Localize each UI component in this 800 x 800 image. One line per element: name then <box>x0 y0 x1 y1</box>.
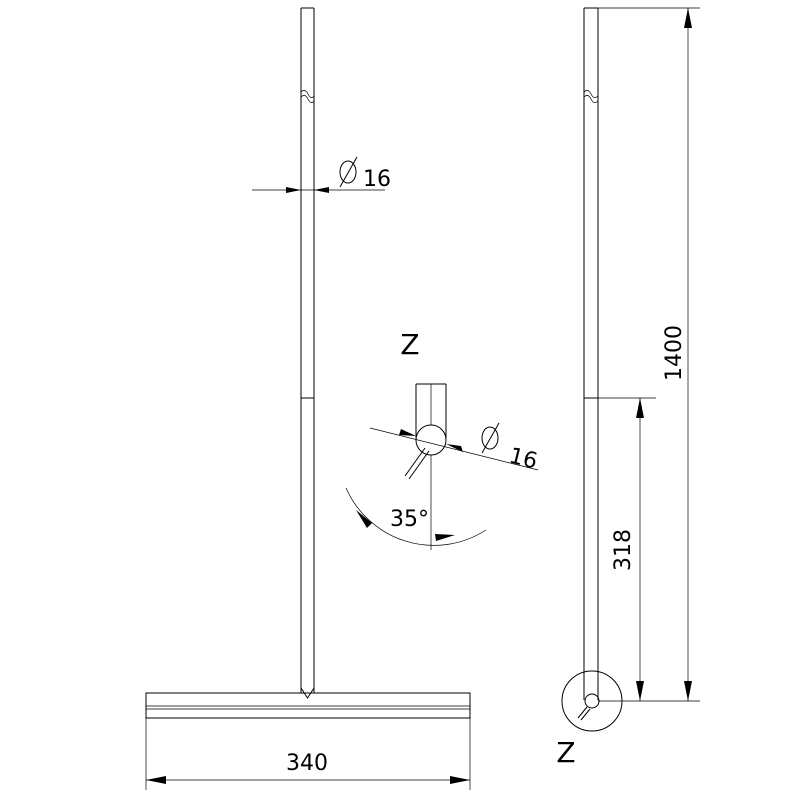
break-mark <box>300 90 315 98</box>
rod-tip <box>300 687 315 699</box>
detail-z: Z 16 35° <box>345 328 540 550</box>
detail-arrow-left <box>399 429 416 436</box>
detail-pin-a <box>404 447 426 477</box>
detail-circle <box>415 424 447 456</box>
front-view: 16 340 <box>145 7 471 790</box>
angle-arrow-right <box>435 534 455 541</box>
section-mark: Z <box>556 736 575 769</box>
width-value: 340 <box>286 751 328 776</box>
width-arrow-left <box>146 776 166 784</box>
crossbar <box>145 692 471 719</box>
detail-diameter-line <box>369 427 539 471</box>
diameter-value-front: 16 <box>363 167 391 192</box>
detail-label: Z <box>400 328 419 361</box>
angle-arrow-left <box>356 510 372 528</box>
width-arrow-right <box>450 776 470 784</box>
detail-pin-b <box>408 450 430 480</box>
height-arrow-top <box>684 8 692 28</box>
side-pin-a <box>577 706 588 719</box>
diameter-arrow-left <box>286 187 301 193</box>
side-view: Z 1400 318 <box>556 7 700 769</box>
side-pin-b <box>580 708 591 721</box>
lower-arrow-bottom <box>636 681 644 701</box>
height-value: 1400 <box>662 325 687 381</box>
diameter-arrow-right <box>314 187 329 193</box>
break-mark-2 <box>300 95 315 103</box>
angle-value: 35° <box>390 507 429 532</box>
lower-arrow-top <box>636 398 644 418</box>
angle-arc <box>345 487 487 546</box>
diameter-symbol-icon <box>339 156 358 188</box>
detail-arrow-right <box>446 444 463 452</box>
side-break-mark-2 <box>583 95 599 103</box>
lower-height-value: 318 <box>611 529 636 571</box>
diameter-symbol-icon <box>481 422 500 454</box>
rod-end-circle <box>584 693 600 709</box>
diameter-value-detail: 16 <box>507 444 540 475</box>
side-break-mark <box>583 90 599 98</box>
height-arrow-bottom <box>684 681 692 701</box>
